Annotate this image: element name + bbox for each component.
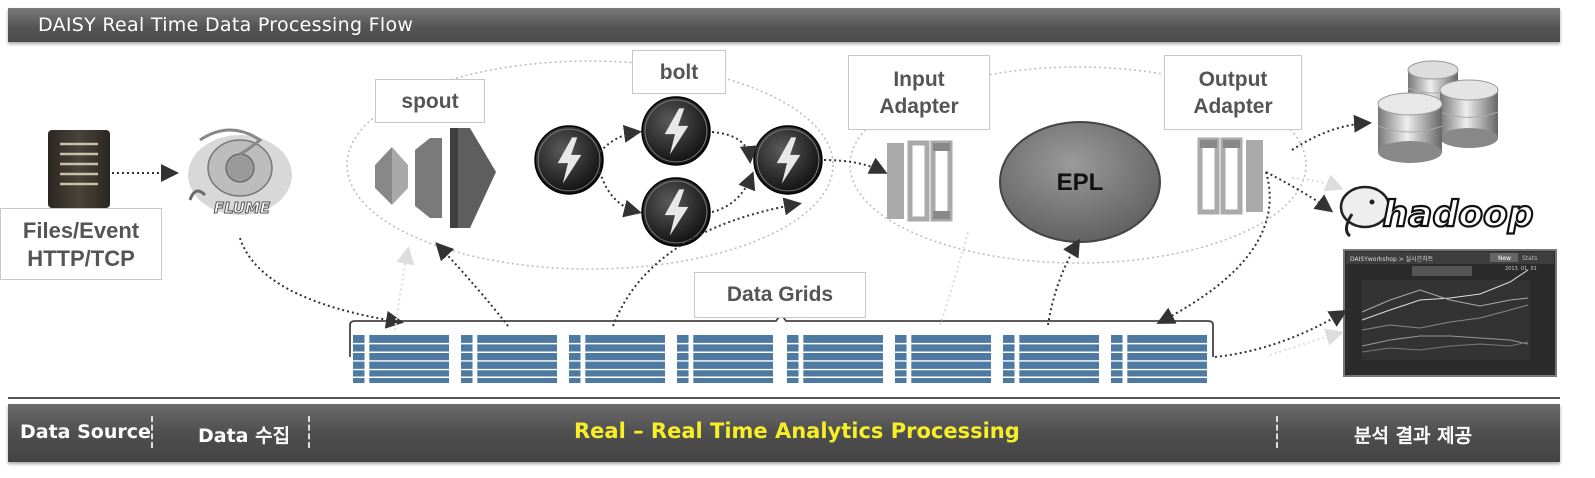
dashboard-tab-active: New bbox=[1498, 255, 1511, 262]
bolt-icon bbox=[534, 125, 604, 195]
dashboard-breadcrumb: DAISYworkshop > 실시간차트 bbox=[1350, 255, 1434, 263]
output-adapter-box: Output Adapter bbox=[1164, 55, 1302, 130]
source-line2: HTTP/TCP bbox=[27, 246, 135, 271]
bolt-icon bbox=[641, 177, 711, 247]
footer-divider bbox=[8, 397, 1560, 399]
data-grids-label: Data Grids bbox=[726, 283, 834, 306]
dashboard-date: 2013. 01. 01 bbox=[1505, 266, 1537, 272]
data-grid-block bbox=[1002, 335, 1100, 383]
bolt-icon bbox=[641, 96, 711, 166]
footer-bar: Data Source Data 수집 Real – Real Time Ana… bbox=[8, 404, 1560, 462]
hadoop-elephant-icon: hadoop bbox=[1339, 185, 1535, 238]
data-grid-block bbox=[352, 335, 450, 383]
faint-flow-arrows bbox=[394, 174, 1344, 356]
spout-shapes-icon bbox=[375, 128, 496, 228]
footer-data-collect: Data 수집 bbox=[198, 425, 291, 447]
flow-arrows bbox=[112, 114, 1372, 358]
data-grid-block bbox=[568, 335, 666, 383]
spout-label-box: spout bbox=[375, 79, 485, 123]
source-line1: Files/Event bbox=[22, 218, 140, 243]
footer-separator bbox=[308, 416, 310, 448]
input-adapter-box: Input Adapter bbox=[848, 55, 990, 130]
epl-ellipse-icon: EPL bbox=[999, 121, 1161, 243]
hadoop-wordmark: hadoop bbox=[1383, 194, 1534, 235]
dashboard-chart-thumbnail: DAISYworkshop > 실시간차트 New Stats 2013. 01… bbox=[1343, 249, 1557, 377]
output-adapter-bars-icon bbox=[1197, 137, 1263, 215]
data-grids-box: Data Grids bbox=[694, 272, 866, 318]
esper-engine-ellipse bbox=[849, 66, 1307, 264]
output-adapter-line1: Output bbox=[1198, 68, 1268, 91]
dashboard-tab-stats: Stats bbox=[1522, 255, 1537, 262]
source-box: Files/Event HTTP/TCP bbox=[0, 208, 162, 280]
data-grid-block bbox=[676, 335, 774, 383]
bolt-label-box: bolt bbox=[632, 50, 726, 94]
bolt-label: bolt bbox=[659, 61, 699, 84]
spout-label: spout bbox=[401, 90, 459, 113]
footer-result: 분석 결과 제공 bbox=[1354, 425, 1473, 447]
header-title: DAISY Real Time Data Processing Flow bbox=[38, 14, 414, 36]
footer-separator bbox=[151, 416, 153, 448]
input-adapter-line1: Input bbox=[893, 68, 945, 91]
data-grid-block bbox=[894, 335, 992, 383]
server-icon bbox=[48, 130, 110, 208]
input-adapter-bars-icon bbox=[887, 140, 953, 222]
footer-data-source: Data Source bbox=[20, 421, 151, 443]
database-icon bbox=[1377, 60, 1499, 163]
flume-logo-icon: FLUME bbox=[188, 128, 292, 218]
input-adapter-line2: Adapter bbox=[879, 95, 959, 118]
output-adapter-line2: Adapter bbox=[1193, 95, 1273, 118]
data-grid-block bbox=[1110, 335, 1208, 383]
epl-label: EPL bbox=[1057, 169, 1104, 196]
footer-processing: Real – Real Time Analytics Processing bbox=[574, 419, 1020, 443]
bolt-icon bbox=[753, 125, 823, 195]
flume-wordmark: FLUME bbox=[214, 199, 271, 217]
data-grid-block bbox=[786, 335, 884, 383]
header-bar: DAISY Real Time Data Processing Flow bbox=[8, 8, 1560, 42]
storm-topology-ellipse bbox=[346, 60, 834, 270]
data-grid-blocks bbox=[352, 335, 1208, 383]
data-grid-block bbox=[460, 335, 558, 383]
footer-separator bbox=[1276, 416, 1278, 448]
